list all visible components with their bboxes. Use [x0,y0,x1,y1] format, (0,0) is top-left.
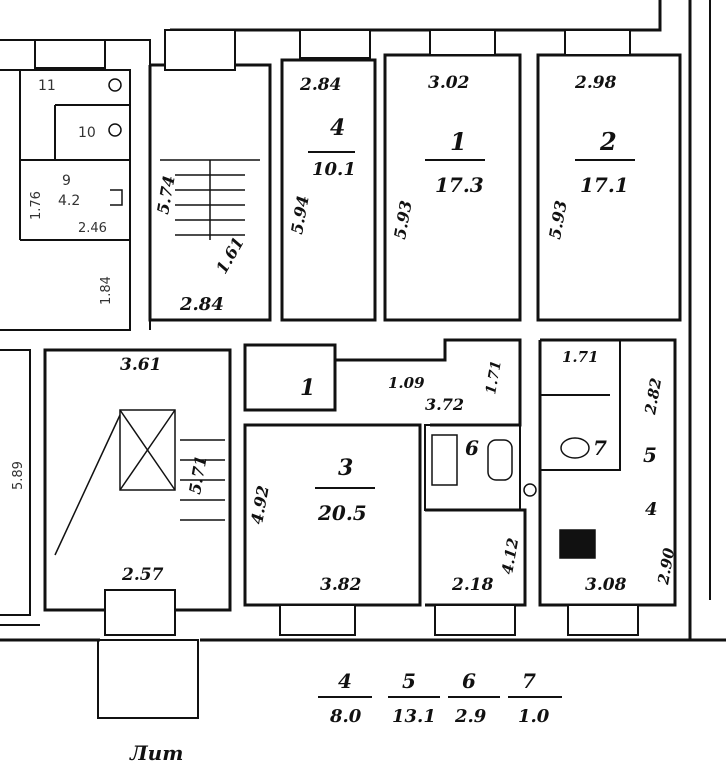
wc-top-dim: 1.71 [562,348,599,366]
room-4-area: 10.1 [312,159,356,180]
dim-184: 1.84 [99,276,114,305]
room-1-area: 17.3 [435,173,484,197]
room-5-number: 5 [643,443,657,467]
legend-area: 1.0 [518,706,550,727]
corridor-dim-c: 1.71 [483,359,505,395]
room-labels: 2.84 4 10.1 5.94 3.02 1 17.3 5.93 2.98 2… [120,73,678,595]
dim-176: 1.76 [29,191,44,220]
room-3-number: 3 [338,455,353,481]
room-4-side-dim: 5.94 [287,194,312,236]
room-3-area: 20.5 [317,501,367,525]
legend-num: 5 [402,669,416,693]
corridor-dim-b: 3.72 [425,395,464,414]
wc-side-dim: 2.82 [641,377,665,417]
room-4-number: 4 [330,115,345,141]
room-3-side-dim: 4.92 [247,484,272,526]
corridor-number: 1 [300,375,315,401]
windows [34,29,639,636]
wc-number: 7 [593,436,607,460]
dim-246: 2.46 [78,221,107,236]
stair-side-dim: 5.74 [153,174,178,216]
entry-box [97,639,199,719]
legend-area: 2.9 [454,706,487,727]
room-2-top-dim: 2.98 [574,73,617,93]
room-11-label: 11 [38,78,56,94]
signature: Лит [129,741,183,765]
bath-number: 6 [465,436,479,460]
entry-dim: 2.57 [121,565,164,585]
legend-num: 4 [338,669,352,693]
legend-item: 5 13.1 [388,669,440,727]
dim-589: 5.89 [11,461,26,490]
stair-treads-top [160,159,260,240]
room-5-bottom-dim: 3.08 [585,575,627,595]
left-labels: 11 10 9 4.2 1.76 2.46 1.84 5.89 [11,78,114,490]
legend-area: 13.1 [392,706,436,727]
room-1-side-dim: 5.93 [390,199,415,241]
room-9-area: 4.2 [58,193,80,209]
legend-num: 7 [522,669,536,693]
stair-small-dim: 1.61 [212,234,248,277]
legend-item: 7 1.0 [508,669,562,727]
room-2-number: 2 [599,127,617,156]
walls [0,0,726,642]
area-legend: 4 8.0 5 13.1 6 2.9 7 1.0 [318,669,562,727]
stair-bottom-dim: 2.84 [179,294,224,315]
legend-item: 6 2.9 [448,669,500,727]
fixtures [108,78,596,559]
stair-lower [54,409,225,556]
kitchen-bottom-dim: 2.18 [451,575,494,595]
room-10-label: 10 [78,125,96,141]
room-3-bottom-dim: 3.82 [320,575,362,595]
room-1-number: 1 [450,127,467,156]
room-2-area: 17.1 [580,173,629,197]
legend-num: 6 [462,669,476,693]
corridor-dim-a: 1.09 [388,374,425,392]
room-5-num4: 4 [645,499,658,520]
legend-item: 4 8.0 [318,669,372,727]
legend-area: 8.0 [329,706,362,727]
room-1-top-dim: 3.02 [428,73,470,93]
room-4-top-dim: 2.84 [299,75,341,95]
lift-top-dim: 3.61 [120,355,161,375]
room-9-label: 9 [62,173,71,189]
kitchen-side-dim: 4.12 [498,537,522,576]
room-2-side-dim: 5.93 [545,199,570,241]
